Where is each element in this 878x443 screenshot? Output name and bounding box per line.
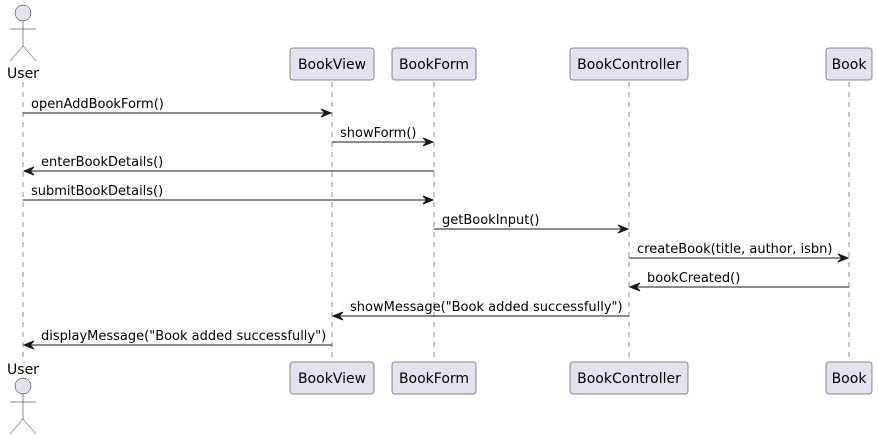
message-7: bookCreated() (628, 271, 849, 292)
message-label: showMessage("Book added successfully") (350, 300, 623, 315)
message-2: showForm() (332, 126, 435, 147)
message-label: showForm() (340, 126, 417, 141)
message-label: displayMessage("Book added successfully"… (41, 329, 326, 344)
participant-bookform-top: BookForm (391, 47, 477, 81)
participants: UserUserBookViewBookViewBookFormBookForm… (7, 4, 873, 435)
participant-book-bottom: Book (825, 361, 873, 395)
participant-box (569, 361, 689, 395)
participant-box (825, 47, 873, 81)
messages: openAddBookForm() showForm() enterBookDeta… (22, 97, 850, 350)
participant-label: BookForm (399, 57, 469, 73)
arrow-left-icon (628, 282, 641, 292)
participant-bookform-bottom: BookForm (391, 361, 477, 395)
actor-user-top: User (7, 4, 39, 82)
message-label: openAddBookForm() (31, 97, 164, 112)
participant-book-top: Book (825, 47, 873, 81)
actor-head-icon (14, 4, 32, 22)
arrow-right-icon (422, 195, 435, 205)
participant-label: BookView (298, 57, 366, 73)
participant-box (289, 361, 375, 395)
lifelines (22, 82, 850, 362)
arrow-right-icon (320, 108, 333, 118)
actor-user-bottom: User (7, 362, 39, 435)
participant-box (289, 47, 375, 81)
actor-label: User (7, 362, 39, 378)
participant-label: BookController (577, 371, 681, 387)
participant-box (391, 47, 477, 81)
actor-head-icon (14, 377, 32, 395)
arrow-right-icon (837, 253, 850, 263)
participant-box (391, 361, 477, 395)
participant-bookcontroller-top: BookController (569, 47, 689, 81)
participant-label: BookController (577, 57, 681, 73)
message-8: showMessage("Book added successfully") (331, 300, 629, 321)
arrow-right-icon (422, 137, 435, 147)
participant-label: BookView (298, 371, 366, 387)
participant-box (569, 47, 689, 81)
participant-label: BookForm (399, 371, 469, 387)
message-label: bookCreated() (647, 271, 740, 286)
participant-box (825, 361, 873, 395)
message-6: createBook(title, author, isbn) (629, 242, 850, 263)
actor-label: User (7, 66, 39, 82)
arrow-left-icon (22, 166, 35, 176)
arrow-left-icon (22, 340, 35, 350)
participant-label: Book (832, 57, 868, 73)
message-5: getBookInput() (434, 213, 630, 234)
message-3: enterBookDetails() (22, 155, 434, 176)
actor-body-icon (9, 21, 37, 62)
message-1: openAddBookForm() (23, 97, 333, 118)
participant-label: Book (832, 371, 868, 387)
actor-body-icon (9, 394, 37, 435)
participant-bookcontroller-bottom: BookController (569, 361, 689, 395)
message-label: enterBookDetails() (41, 155, 163, 170)
arrow-right-icon (617, 224, 630, 234)
message-4: submitBookDetails() (23, 184, 435, 205)
participant-bookview-bottom: BookView (289, 361, 375, 395)
arrow-left-icon (331, 311, 344, 321)
message-label: createBook(title, author, isbn) (637, 242, 832, 257)
message-label: submitBookDetails() (31, 184, 163, 199)
message-9: displayMessage("Book added successfully"… (22, 329, 332, 350)
message-label: getBookInput() (442, 213, 540, 228)
participant-bookview-top: BookView (289, 47, 375, 81)
